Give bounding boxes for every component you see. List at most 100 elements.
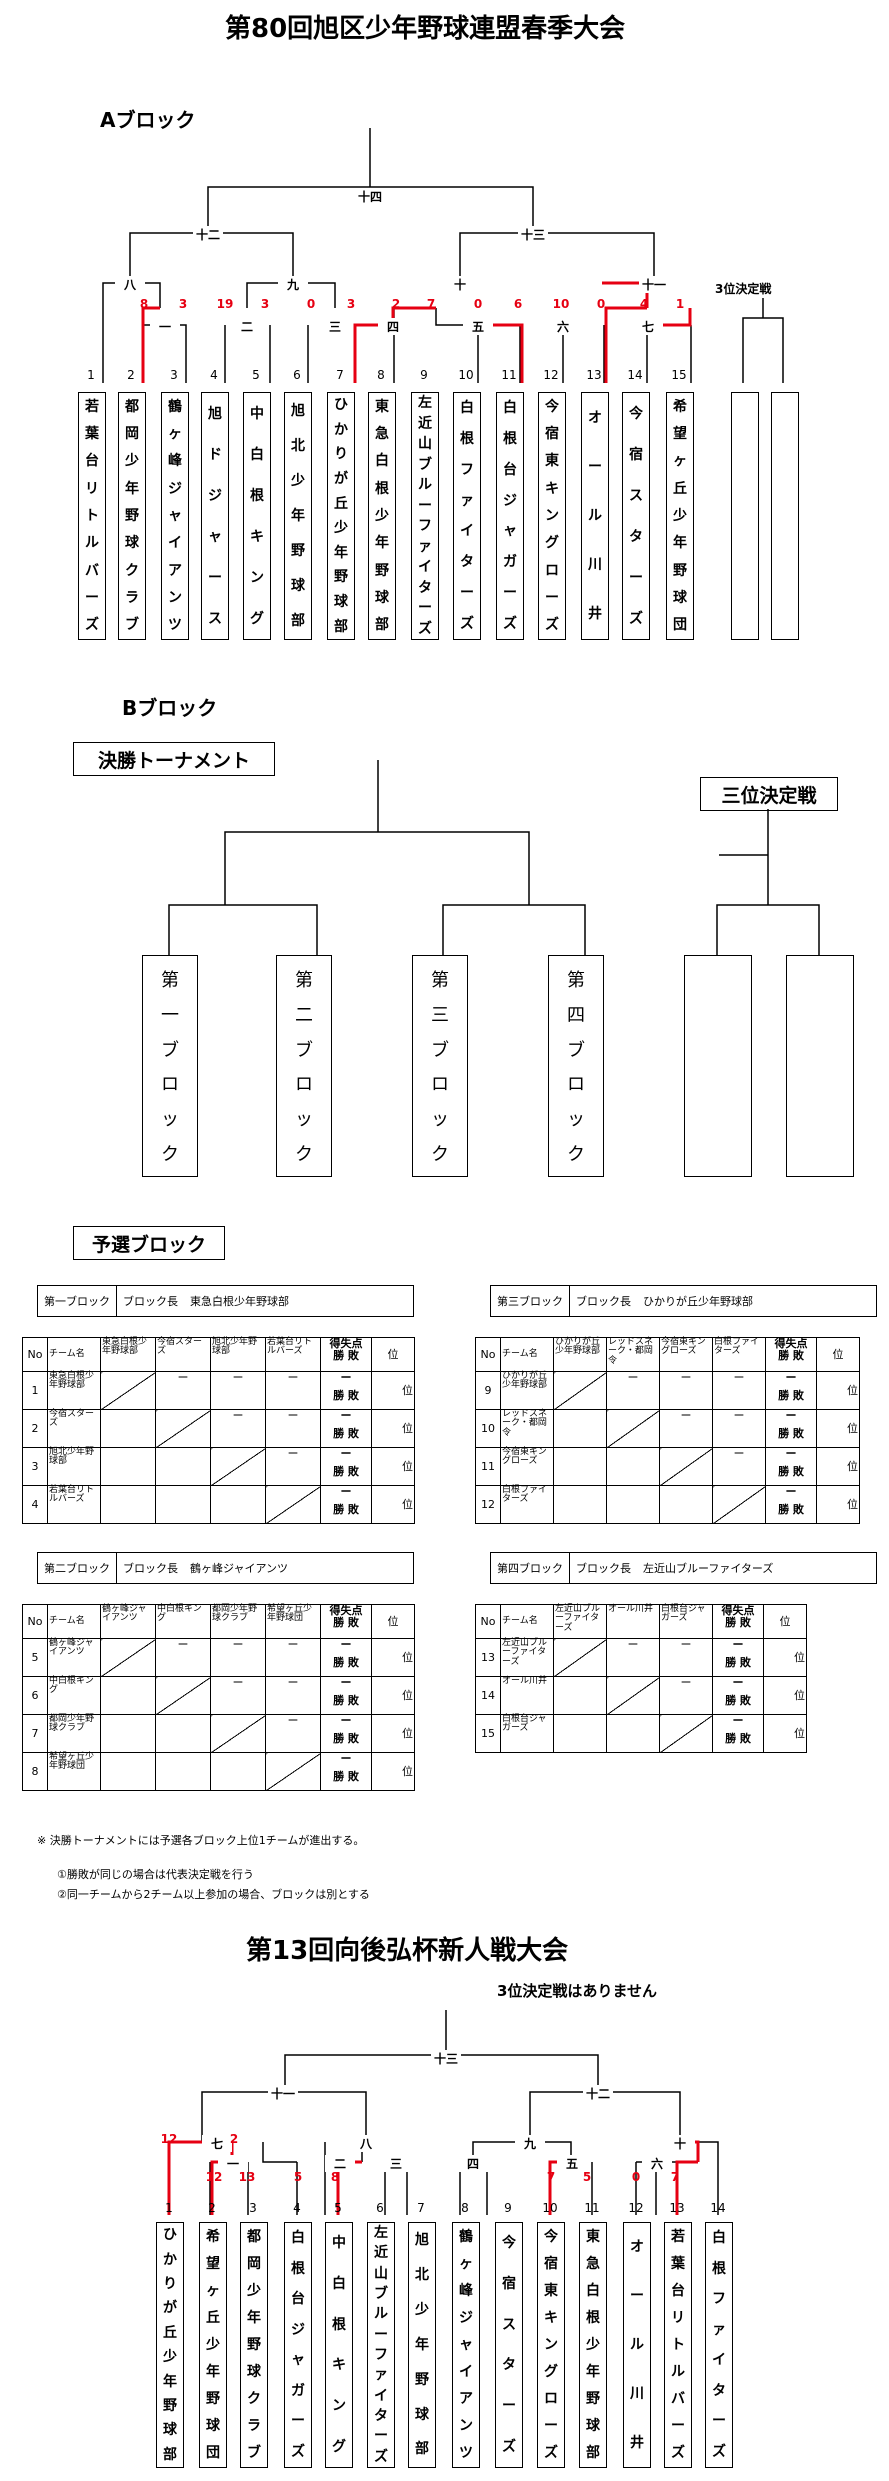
- result-cell: [606, 1714, 660, 1753]
- team-name-char: ー: [630, 2288, 644, 2305]
- score: 3: [346, 297, 356, 311]
- team-name-char: イ: [168, 535, 182, 552]
- points-dash: ー: [340, 1485, 352, 1498]
- team-name-char: 鶴: [168, 398, 182, 415]
- seed-number: 13: [669, 2201, 685, 2215]
- team-name-char: 野: [291, 543, 305, 560]
- self-cell: [210, 1714, 266, 1753]
- team-name-char: ロ: [545, 562, 559, 579]
- team-name-char: 団: [206, 2445, 220, 2462]
- team-name-char: 年: [247, 2309, 261, 2326]
- prelim-header-cell: ブロック長: [123, 1562, 178, 1575]
- team-name-char: 少: [586, 2336, 600, 2353]
- team-name-char: 球: [125, 535, 139, 552]
- team-name-char: ツ: [459, 2445, 473, 2462]
- team-name-char: 球: [673, 589, 687, 606]
- result-cell: [606, 1485, 660, 1524]
- team-box-a: 白根ファイターズ: [453, 392, 481, 640]
- team-box-cup: オール川井: [623, 2222, 651, 2468]
- box-char: ッ: [295, 1108, 313, 1130]
- seed-number: 14: [627, 368, 643, 382]
- row-team: 白根台ジャガーズ: [500, 1714, 554, 1753]
- team-name-char: ァ: [460, 492, 474, 509]
- team-name-char: 井: [588, 606, 602, 623]
- team-name-char: 球: [586, 2418, 600, 2435]
- box-char: ロ: [567, 1074, 585, 1096]
- score: 7: [670, 2170, 680, 2184]
- team-name-char: ズ: [418, 620, 432, 637]
- team-name-char: ブ: [418, 456, 432, 473]
- team-name-char: 年: [586, 2364, 600, 2381]
- team-name-char: ズ: [671, 2445, 685, 2462]
- col-points-label: 得失点: [721, 1604, 755, 1617]
- team-box-cup: 若葉台リトルバーズ: [664, 2222, 692, 2468]
- team-name-char: 今: [629, 405, 643, 422]
- bracket-slot-block3: 第三ブロック: [412, 955, 468, 1177]
- team-name-char: 白: [460, 400, 474, 417]
- team-name-char: ス: [502, 2316, 516, 2333]
- team-name-char: ー: [712, 2413, 726, 2430]
- team-name-char: 野: [375, 562, 389, 579]
- score: 7: [426, 297, 436, 311]
- team-name-char: ズ: [291, 2443, 305, 2460]
- team-name-char: ズ: [85, 617, 99, 634]
- team-name-char: 急: [586, 2255, 600, 2272]
- team-name-char: ヶ: [673, 453, 687, 470]
- team-name-char: イ: [374, 2387, 388, 2404]
- team-name-char: 部: [375, 617, 389, 634]
- team-name-char: 峰: [168, 453, 182, 470]
- score: 3: [260, 297, 270, 311]
- cup-round-2: 二: [325, 2155, 355, 2172]
- self-cell: [659, 1447, 713, 1486]
- result-cell: [210, 1752, 266, 1791]
- score: 5: [293, 2170, 303, 2184]
- box-char: ク: [431, 1143, 449, 1165]
- col-wl-label: 勝 敗: [778, 1348, 804, 1362]
- team-name-char: 野: [586, 2391, 600, 2408]
- team-name-char: ク: [125, 562, 139, 579]
- result-cell: [210, 1485, 266, 1524]
- team-name-char: ー: [460, 584, 474, 601]
- team-name-char: 葉: [671, 2255, 685, 2272]
- team-name-char: ブ: [125, 617, 139, 634]
- team-name-char: ャ: [459, 2336, 473, 2353]
- cup-round-3: 三: [381, 2155, 411, 2172]
- team-name-char: イ: [459, 2364, 473, 2381]
- team-name-char: 北: [291, 437, 305, 454]
- result-cell: [100, 1676, 156, 1715]
- col-points-label: 得失点: [329, 1604, 363, 1617]
- seed-number: 9: [420, 368, 428, 382]
- wl-label: 勝 敗: [778, 1426, 804, 1440]
- result-cell: ー: [659, 1676, 713, 1715]
- team-box-a: 若葉台リトルバーズ: [78, 392, 106, 640]
- team-box-cup: 希望ヶ丘少年野球団: [199, 2222, 227, 2468]
- team-name-char: 少: [291, 472, 305, 489]
- team-box-cup: 中白根キング: [325, 2222, 353, 2468]
- team-name-char: 球: [163, 2422, 177, 2439]
- block-a-label: Aブロック: [100, 108, 196, 132]
- seed-number: 10: [458, 368, 474, 382]
- team-name-char: ト: [671, 2336, 685, 2353]
- note: ②同一チームから2チーム以上参加の場合、ブロックは別とする: [57, 1888, 370, 1901]
- team-name-char: 川: [588, 557, 602, 574]
- round-7: 七: [633, 318, 663, 335]
- score: 19: [216, 297, 234, 311]
- result-cell: ー: [265, 1714, 321, 1753]
- row-team: ひかりが丘少年野球部: [500, 1371, 554, 1410]
- team-name-char: フ: [712, 2291, 726, 2308]
- team-box-a: 今宿スターズ: [622, 392, 650, 640]
- team-box-a: 今宿東キングローズ: [538, 392, 566, 640]
- team-name-char: 台: [503, 461, 517, 478]
- box-char: 二: [295, 1004, 313, 1026]
- team-name-char: 今: [544, 2228, 558, 2245]
- team-box-a: オール川井: [581, 392, 609, 640]
- seed-number: 12: [543, 368, 559, 382]
- points-cell: ー勝 敗: [765, 1409, 817, 1448]
- team-name-char: 根: [586, 2309, 600, 2326]
- third-place-tournament-label: 三位決定戦: [700, 777, 838, 811]
- team-name-char: 若: [671, 2228, 685, 2245]
- points-cell: ー勝 敗: [320, 1714, 372, 1753]
- result-cell: [100, 1752, 156, 1791]
- row-no: 4: [22, 1485, 48, 1524]
- seed-number: 2: [208, 2201, 216, 2215]
